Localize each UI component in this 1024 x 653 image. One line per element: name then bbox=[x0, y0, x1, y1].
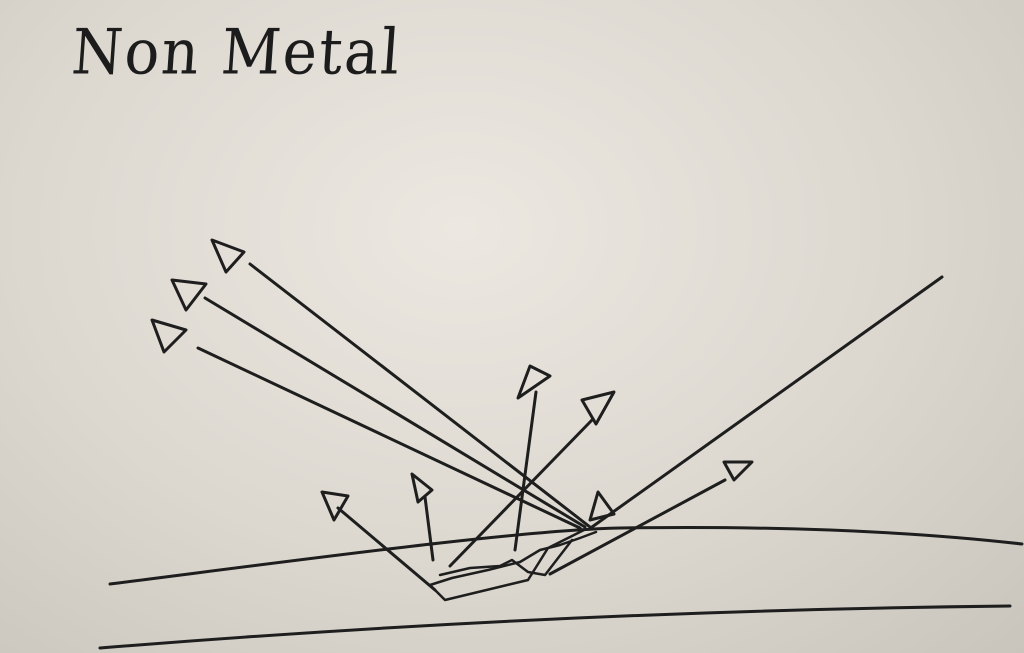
subsurface-scatter-path-2 bbox=[438, 538, 574, 577]
surface-bottom-line bbox=[98, 604, 1012, 650]
diffuse-ray-5 bbox=[548, 478, 727, 576]
surface-top-line bbox=[108, 526, 1024, 586]
subsurface-scatter-path bbox=[428, 528, 598, 602]
incident-ray-1 bbox=[248, 262, 592, 529]
diffuse-ray-4 bbox=[448, 418, 594, 568]
incident-ray-2 bbox=[203, 296, 587, 529]
diffuse-ray-1 bbox=[336, 506, 437, 592]
diffuse-ray-3 bbox=[513, 390, 538, 552]
diffuse-ray-2 bbox=[423, 495, 435, 562]
triangle-arrowhead-icon bbox=[150, 238, 754, 522]
specular-reflection-ray bbox=[590, 275, 944, 529]
